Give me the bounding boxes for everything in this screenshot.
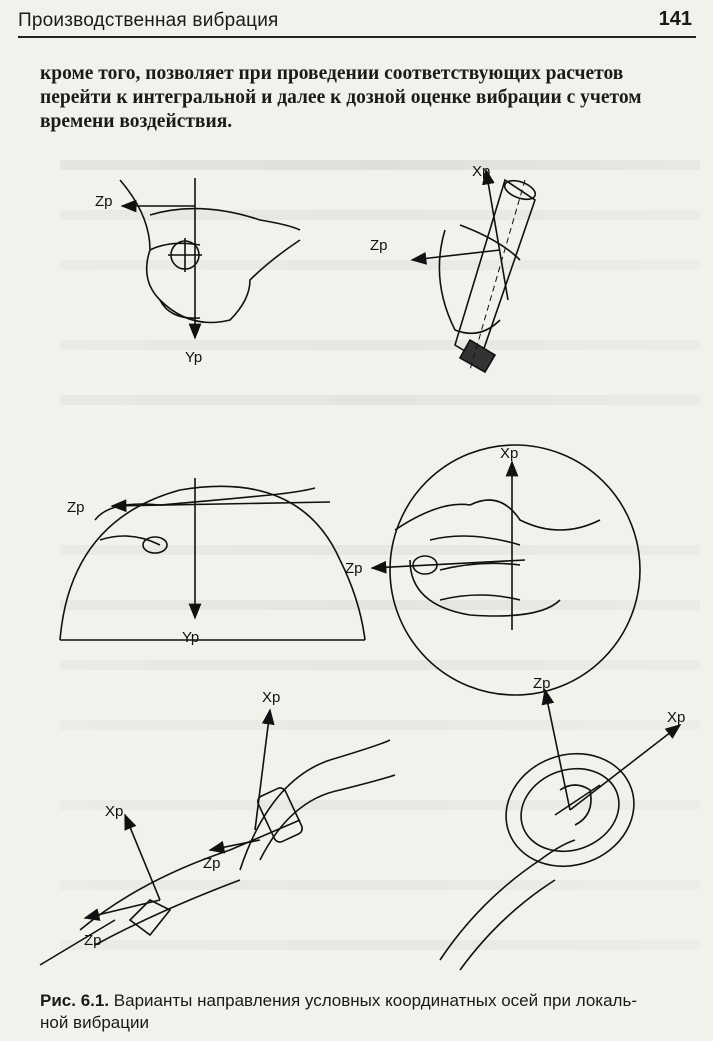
caption-text-continued: ной вибрации (40, 1013, 149, 1032)
section-title: Производственная вибрация (18, 10, 279, 31)
paragraph-line: кроме того, позволяет при проведении соо… (40, 63, 624, 84)
axis-label: Xp (105, 803, 123, 820)
axis-label: Yp (185, 349, 202, 366)
page-header: Производственная вибрация 141 (18, 6, 696, 38)
panel-steering-wheel (439, 688, 682, 971)
axis-label: Zp (533, 675, 551, 692)
panel-hand-cylinder (410, 168, 537, 374)
body-paragraph: кроме того, позволяет при проведении соо… (40, 62, 700, 134)
axis-label: Zp (84, 932, 102, 949)
axis-label: Xp (262, 689, 280, 706)
paragraph-line: времени воздействия. (40, 111, 233, 132)
panel-hand-sphere (119, 178, 301, 340)
axis-label: Xp (472, 163, 490, 180)
axis-label: Yp (182, 629, 199, 646)
axis-label: Xp (667, 709, 685, 726)
caption-label: Рис. 6.1. (40, 991, 110, 1010)
panel-power-tool (39, 708, 396, 966)
figure-caption: Рис. 6.1. Варианты направления условных … (40, 990, 700, 1034)
axis-label: Zp (370, 237, 388, 254)
paragraph-line: перейти к интегральной и далее к дозной … (40, 87, 642, 108)
caption-text: Варианты направления условных координатн… (113, 991, 637, 1010)
axis-label: Zp (67, 499, 85, 516)
axis-label: Zp (345, 560, 363, 577)
panel-hand-wheel (370, 444, 641, 696)
page-number: 141 (658, 8, 692, 30)
axis-label: Zp (95, 193, 113, 210)
axis-label: Zp (203, 855, 221, 872)
panel-palm-dome (59, 478, 366, 641)
axis-label: Xp (500, 445, 518, 462)
